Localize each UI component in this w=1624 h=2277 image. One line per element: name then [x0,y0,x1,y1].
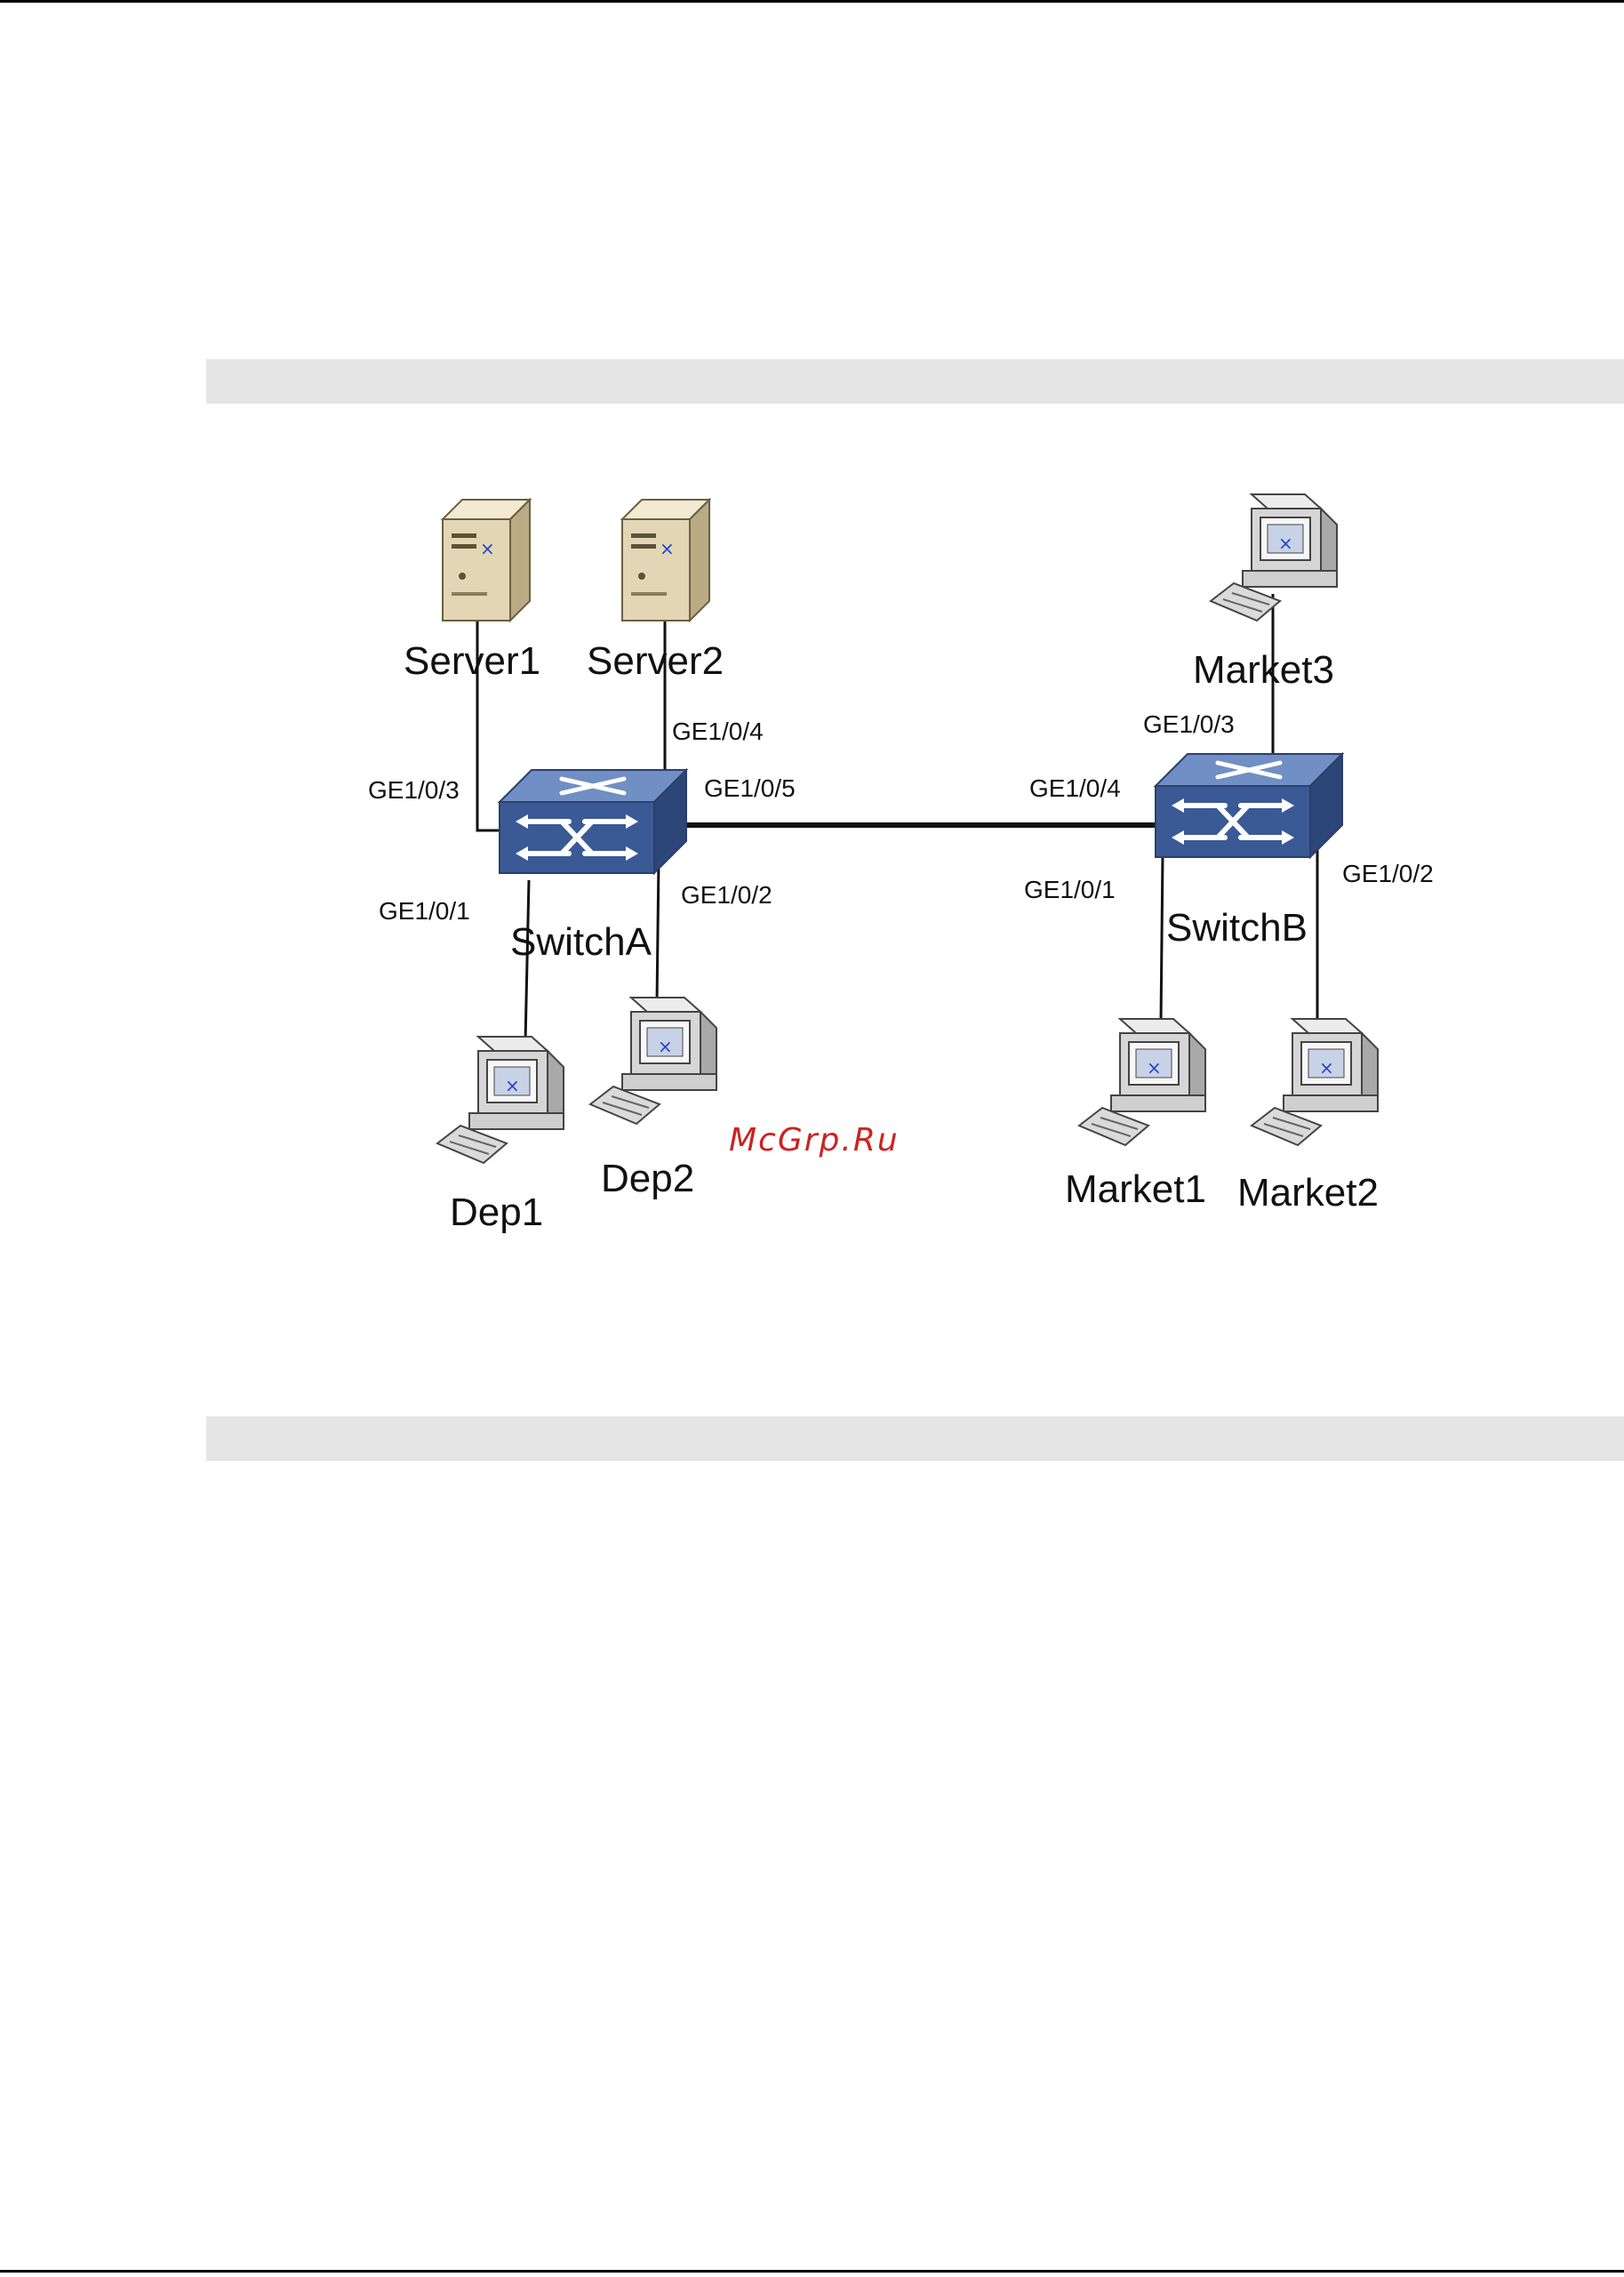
port-label-a-ge101: GE1/0/1 [379,897,470,925]
computer-icon [590,998,716,1124]
computer-icon [1211,494,1337,621]
port-label-b-ge101: GE1/0/1 [1024,876,1116,903]
computer-icon [437,1037,564,1163]
switchA-label: SwitchA [510,920,652,964]
server1-label: Server1 [404,639,540,683]
footer-rule [0,2270,1624,2273]
market2-label: Market2 [1237,1171,1379,1215]
link-market1-switchB [1161,855,1163,1022]
port-label-a-ge104: GE1/0/4 [672,718,764,745]
switch-icon [500,770,686,873]
port-label-b-ge104: GE1/0/4 [1029,774,1121,802]
market1-label: Market1 [1065,1167,1206,1211]
switch-icon [1156,754,1342,857]
switchB-label: SwitchB [1166,906,1308,950]
watermark-text: McGrp.Ru [729,1122,900,1159]
computer-icon [1252,1019,1378,1145]
port-label-a-ge103: GE1/0/3 [368,776,460,804]
market3-label: Market3 [1193,648,1334,692]
port-label-a-ge105: GE1/0/5 [704,774,796,802]
server-icon [443,500,530,621]
dep2-label: Dep2 [601,1157,694,1200]
computer-icon [1079,1019,1205,1145]
server-icon [622,500,709,621]
port-label-b-ge102: GE1/0/2 [1342,860,1434,887]
port-label-b-ge103: GE1/0/3 [1143,710,1235,738]
server2-label: Server2 [587,639,724,683]
port-label-a-ge102: GE1/0/2 [681,881,772,909]
dep1-label: Dep1 [450,1191,543,1234]
link-dep2-switchA [657,861,659,1003]
